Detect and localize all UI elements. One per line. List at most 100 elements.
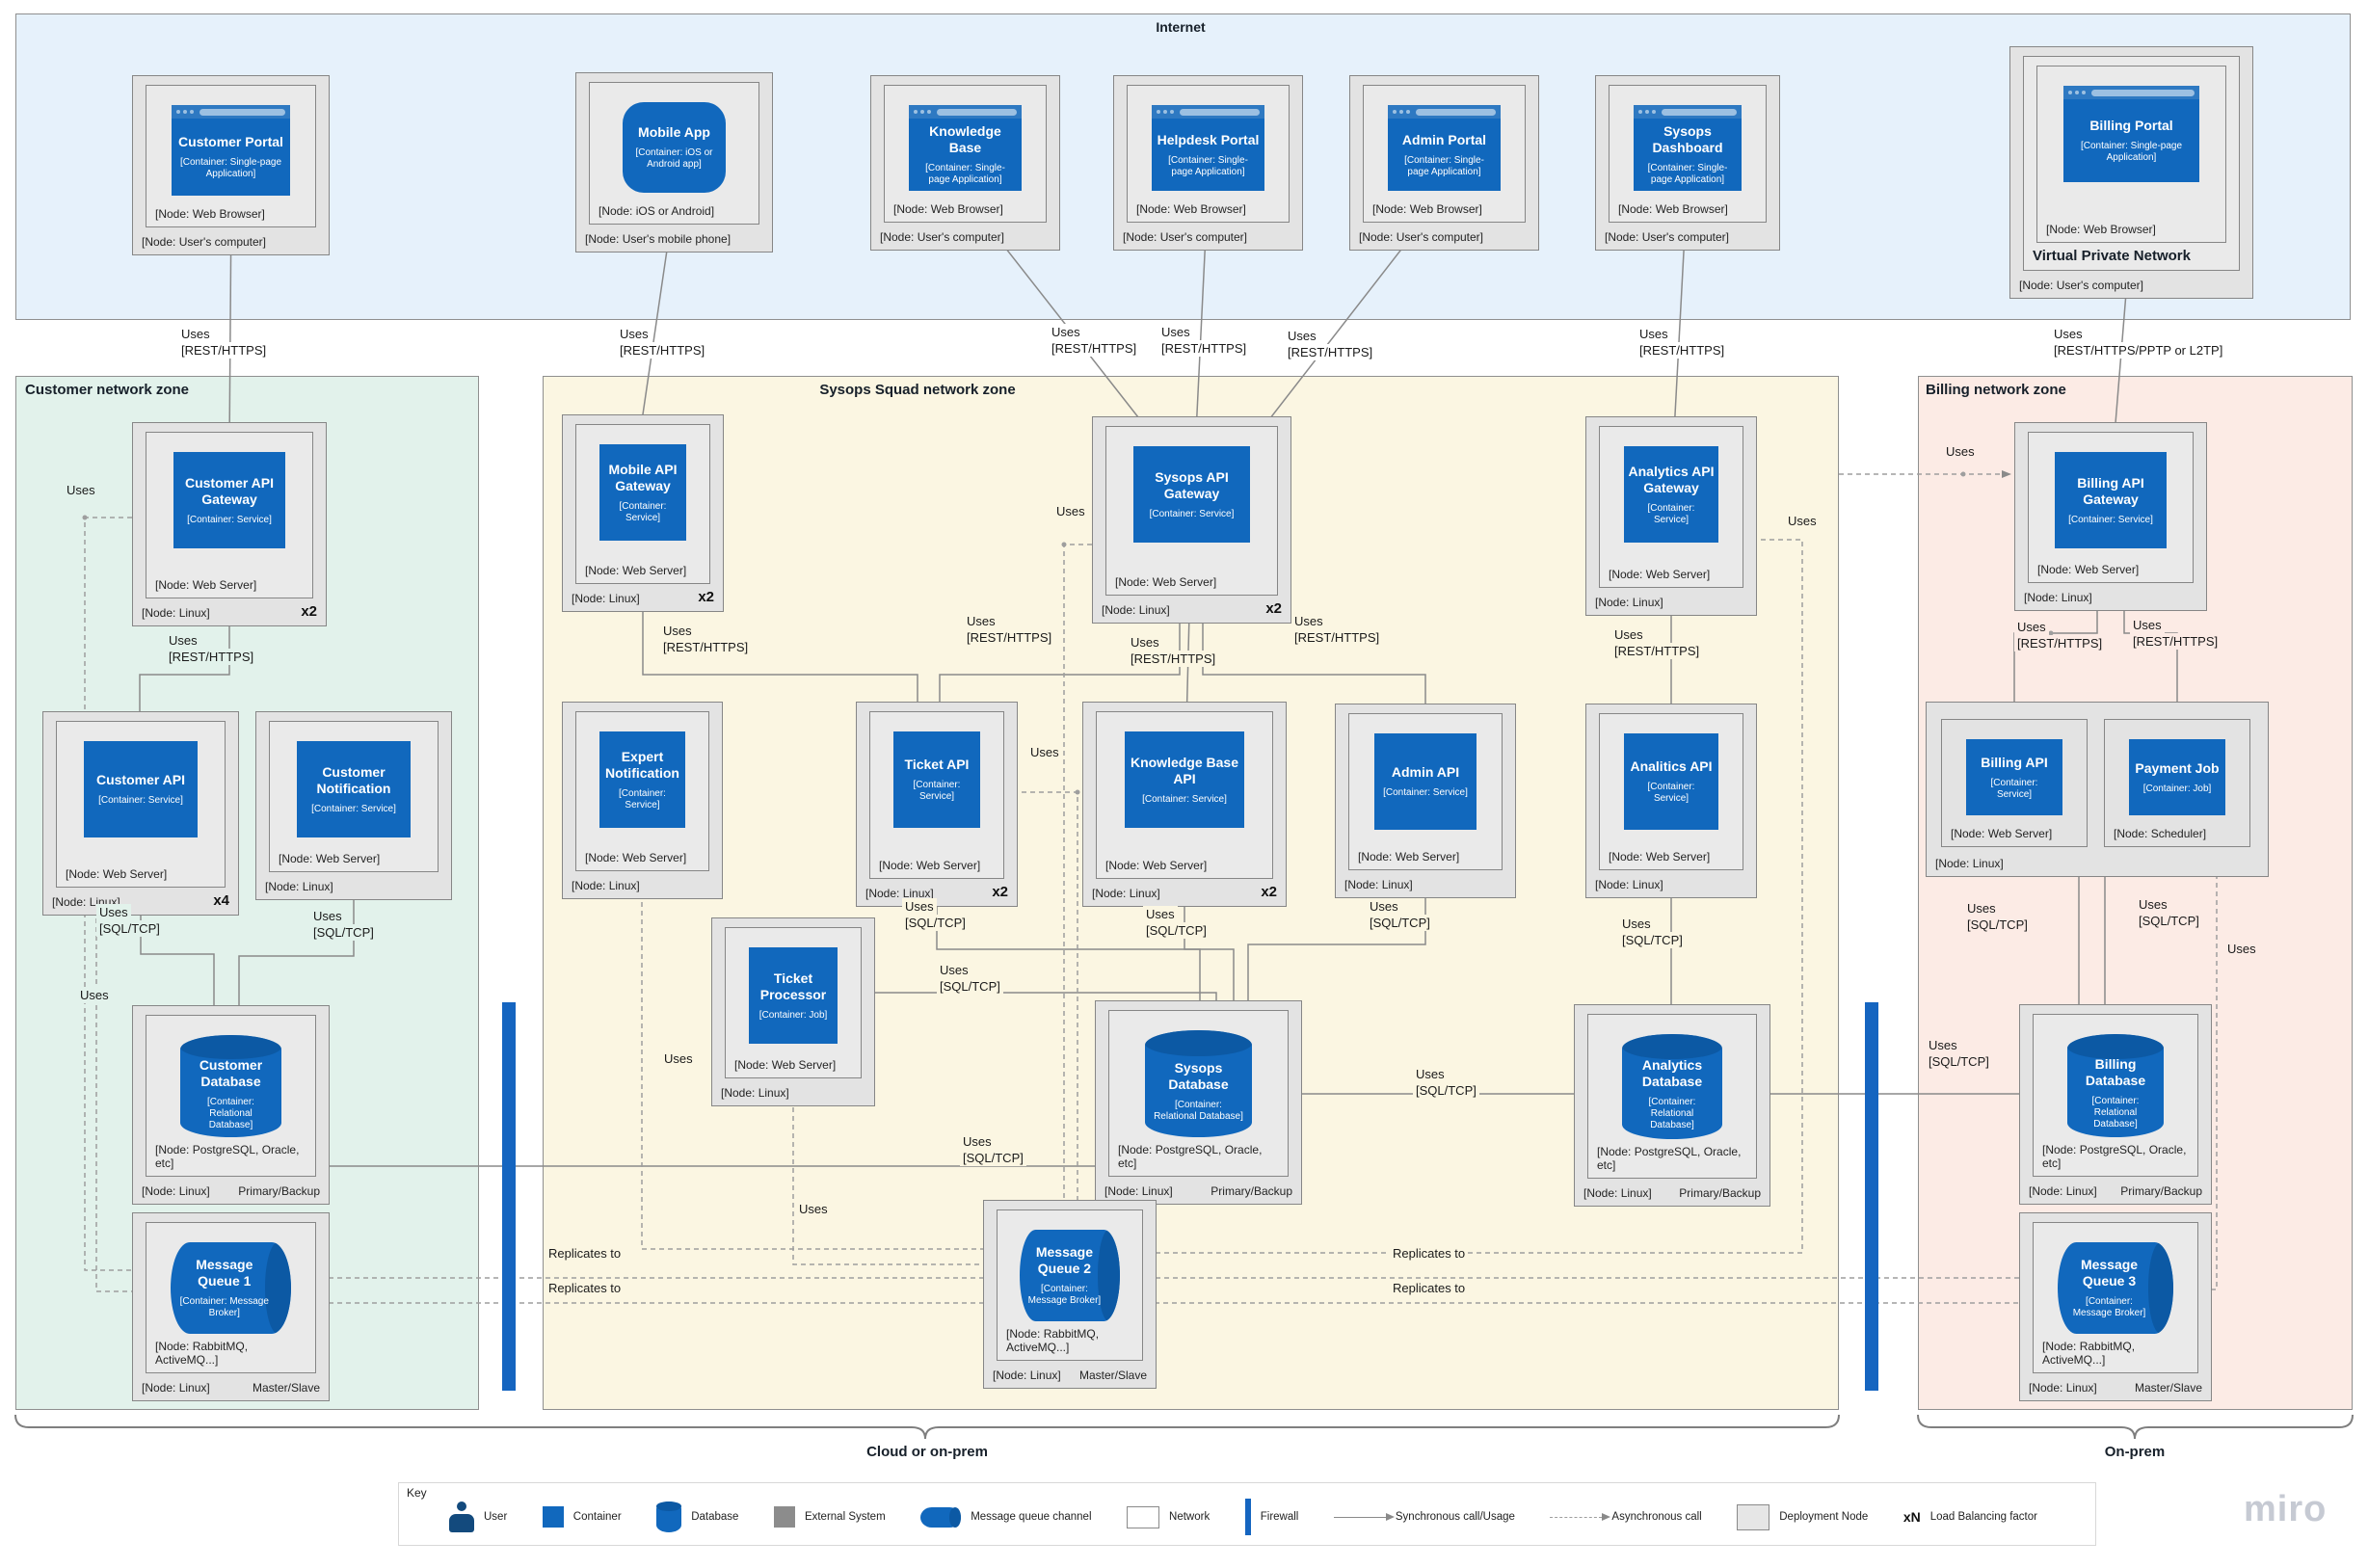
analytics-database-container[interactable]: Analytics Database[Container: Relational… bbox=[1622, 1034, 1722, 1139]
edge-label[interactable]: Uses[SQL/TCP] bbox=[1143, 906, 1210, 939]
ticket-api-node[interactable]: Ticket API[Container: Service][Node: Web… bbox=[856, 702, 1018, 907]
edge-label[interactable]: Uses[SQL/TCP] bbox=[2136, 896, 2202, 929]
edge-label[interactable]: Replicates to bbox=[1390, 1245, 1469, 1262]
admin-api-container[interactable]: Admin API[Container: Service] bbox=[1374, 733, 1477, 830]
edge-label[interactable]: Uses[SQL/TCP] bbox=[937, 962, 1003, 995]
customer-portal-node[interactable]: Customer Portal[Container: Single-page A… bbox=[132, 75, 330, 255]
edge-label[interactable]: Uses bbox=[2224, 941, 2259, 957]
payment-job-container[interactable]: Payment Job[Container: Job] bbox=[2129, 739, 2225, 815]
sysops-api-gateway-node[interactable]: Sysops API Gateway[Container: Service][N… bbox=[1092, 416, 1291, 624]
knowledge-base-api-node[interactable]: Knowledge Base API[Container: Service][N… bbox=[1082, 702, 1287, 907]
edge-label[interactable]: Uses bbox=[1785, 513, 1820, 529]
billing-database-container[interactable]: Billing Database[Container: Relational D… bbox=[2066, 1034, 2165, 1137]
expert-notification-node[interactable]: Expert Notification[Container: Service][… bbox=[562, 702, 723, 899]
edge-label[interactable]: Uses[SQL/TCP] bbox=[1964, 900, 2031, 933]
sysops-database-container[interactable]: Sysops Database[Container: Relational Da… bbox=[1144, 1030, 1253, 1137]
edge-label[interactable]: Uses[REST/HTTPS] bbox=[1291, 613, 1383, 646]
edge-label[interactable]: Uses[SQL/TCP] bbox=[960, 1133, 1026, 1166]
mobile-app-container[interactable]: Mobile App[Container: iOS or Android app… bbox=[622, 102, 727, 193]
admin-api-node[interactable]: Admin API[Container: Service][Node: Web … bbox=[1335, 704, 1516, 898]
message-queue-3-node[interactable]: Message Queue 3[Container: Message Broke… bbox=[2019, 1212, 2212, 1401]
billing-api-node[interactable]: Billing API[Container: Service][Node: We… bbox=[1941, 719, 2088, 847]
customer-database-node[interactable]: Customer Database[Container: Relational … bbox=[132, 1005, 330, 1205]
edge-label[interactable]: Uses[REST/HTTPS] bbox=[617, 326, 708, 359]
edge-label[interactable]: Uses bbox=[661, 1050, 696, 1067]
edge-label[interactable]: Uses[SQL/TCP] bbox=[1619, 916, 1686, 948]
analitics-api-container[interactable]: Analitics API[Container: Service] bbox=[1624, 733, 1718, 830]
billing-api-container[interactable]: Billing API[Container: Service] bbox=[1966, 739, 2062, 815]
edge-label[interactable]: Uses[REST/HTTPS] bbox=[2130, 617, 2222, 650]
edge-label[interactable]: Replicates to bbox=[545, 1280, 625, 1296]
billing-api-gateway-container[interactable]: Billing API Gateway[Container: Service] bbox=[2055, 452, 2167, 548]
edge-label[interactable]: Uses[SQL/TCP] bbox=[1926, 1037, 1992, 1070]
analytics-api-gateway-container[interactable]: Analytics API Gateway[Container: Service… bbox=[1624, 446, 1718, 543]
edge-label[interactable]: Uses bbox=[64, 482, 98, 498]
knowledge-base-node[interactable]: Knowledge Base[Container: Single-page Ap… bbox=[870, 75, 1060, 251]
billing-portal-container[interactable]: Billing Portal[Container: Single-page Ap… bbox=[2063, 86, 2199, 182]
edge-label[interactable]: Uses bbox=[1943, 443, 1978, 460]
edge-label[interactable]: Uses[REST/HTTPS] bbox=[1158, 324, 1250, 357]
edge-label[interactable]: Uses[REST/HTTPS] bbox=[166, 632, 257, 665]
knowledge-base-container[interactable]: Knowledge Base[Container: Single-page Ap… bbox=[908, 105, 1022, 191]
ticket-processor-container[interactable]: Ticket Processor[Container: Job] bbox=[749, 947, 838, 1044]
mobile-app-node[interactable]: Mobile App[Container: iOS or Android app… bbox=[575, 72, 773, 252]
edge-label[interactable]: Uses bbox=[1027, 744, 1062, 760]
edge-label[interactable]: Uses bbox=[77, 987, 112, 1003]
billing-api-gateway-node[interactable]: Billing API Gateway[Container: Service][… bbox=[2014, 422, 2207, 611]
edge-label[interactable]: Uses[SQL/TCP] bbox=[310, 908, 377, 941]
edge-label[interactable]: Uses[REST/HTTPS] bbox=[660, 623, 752, 655]
edge-label[interactable]: Uses bbox=[1053, 503, 1088, 519]
edge-label[interactable]: Uses[SQL/TCP] bbox=[96, 904, 163, 937]
analitics-api-node[interactable]: Analitics API[Container: Service][Node: … bbox=[1585, 704, 1757, 898]
edge-label[interactable]: Uses[REST/HTTPS] bbox=[1049, 324, 1140, 357]
customer-notification-container[interactable]: Customer Notification[Container: Service… bbox=[296, 741, 412, 837]
message-queue-3-container[interactable]: Message Queue 3[Container: Message Broke… bbox=[2057, 1242, 2174, 1334]
helpdesk-portal-container[interactable]: Helpdesk Portal[Container: Single-page A… bbox=[1151, 105, 1264, 191]
customer-portal-container[interactable]: Customer Portal[Container: Single-page A… bbox=[171, 105, 291, 196]
customer-notification-node[interactable]: Customer Notification[Container: Service… bbox=[255, 711, 452, 900]
firewall-right[interactable] bbox=[1865, 1002, 1878, 1391]
admin-portal-container[interactable]: Admin Portal[Container: Single-page Appl… bbox=[1387, 105, 1501, 191]
payment-job-node[interactable]: Payment Job[Container: Job][Node: Schedu… bbox=[2104, 719, 2250, 847]
edge-label[interactable]: Uses[REST/HTTPS] bbox=[1285, 328, 1376, 360]
edge-label[interactable]: Uses[REST/HTTPS] bbox=[2014, 619, 2106, 651]
edge-label[interactable]: Uses[SQL/TCP] bbox=[902, 898, 969, 931]
sysops-dashboard-node[interactable]: Sysops Dashboard[Container: Single-page … bbox=[1595, 75, 1780, 251]
edge-label[interactable]: Uses[SQL/TCP] bbox=[1367, 898, 1433, 931]
edge-label[interactable]: Uses[REST/HTTPS] bbox=[178, 326, 270, 359]
edge-label[interactable]: Uses[REST/HTTPS] bbox=[1611, 626, 1703, 659]
firewall-left[interactable] bbox=[502, 1002, 516, 1391]
message-queue-1-node[interactable]: Message Queue 1[Container: Message Broke… bbox=[132, 1212, 330, 1401]
edge-label[interactable]: Uses[REST/HTTPS] bbox=[1636, 326, 1728, 359]
sysops-database-node[interactable]: Sysops Database[Container: Relational Da… bbox=[1095, 1000, 1302, 1205]
mobile-api-gateway-container[interactable]: Mobile API Gateway[Container: Service] bbox=[599, 444, 686, 541]
edge-label[interactable]: Uses[REST/HTTPS/PPTP or L2TP] bbox=[2051, 326, 2226, 359]
mobile-api-gateway-node[interactable]: Mobile API Gateway[Container: Service][N… bbox=[562, 414, 724, 612]
billing-portal-node[interactable]: Billing Portal[Container: Single-page Ap… bbox=[2009, 46, 2253, 299]
message-queue-2-container[interactable]: Message Queue 2[Container: Message Broke… bbox=[1019, 1230, 1121, 1321]
message-queue-2-node[interactable]: Message Queue 2[Container: Message Broke… bbox=[983, 1200, 1157, 1389]
sysops-dashboard-container[interactable]: Sysops Dashboard[Container: Single-page … bbox=[1633, 105, 1743, 191]
message-queue-1-container[interactable]: Message Queue 1[Container: Message Broke… bbox=[170, 1242, 292, 1334]
expert-notification-container[interactable]: Expert Notification[Container: Service] bbox=[599, 731, 685, 828]
edge-label[interactable]: Uses[REST/HTTPS] bbox=[1128, 634, 1219, 667]
admin-portal-node[interactable]: Admin Portal[Container: Single-page Appl… bbox=[1349, 75, 1539, 251]
edge-label[interactable]: Uses bbox=[796, 1201, 831, 1217]
edge-label[interactable]: Replicates to bbox=[1390, 1280, 1469, 1296]
customer-api-node[interactable]: Customer API[Container: Service][Node: W… bbox=[42, 711, 239, 916]
ticket-processor-node[interactable]: Ticket Processor[Container: Job][Node: W… bbox=[711, 917, 875, 1106]
customer-api-gateway-container[interactable]: Customer API Gateway[Container: Service] bbox=[173, 452, 286, 548]
billing-database-node[interactable]: Billing Database[Container: Relational D… bbox=[2019, 1004, 2212, 1205]
customer-database-container[interactable]: Customer Database[Container: Relational … bbox=[180, 1035, 281, 1137]
helpdesk-portal-node[interactable]: Helpdesk Portal[Container: Single-page A… bbox=[1113, 75, 1303, 251]
customer-api-gateway-node[interactable]: Customer API Gateway[Container: Service]… bbox=[132, 422, 327, 626]
analytics-database-node[interactable]: Analytics Database[Container: Relational… bbox=[1574, 1004, 1770, 1207]
edge-label[interactable]: Uses[SQL/TCP] bbox=[1413, 1066, 1479, 1099]
customer-api-container[interactable]: Customer API[Container: Service] bbox=[83, 741, 199, 837]
knowledge-base-api-container[interactable]: Knowledge Base API[Container: Service] bbox=[1124, 731, 1245, 828]
ticket-api-container[interactable]: Ticket API[Container: Service] bbox=[893, 731, 980, 828]
edge-label[interactable]: Uses[REST/HTTPS] bbox=[964, 613, 1055, 646]
analytics-api-gateway-node[interactable]: Analytics API Gateway[Container: Service… bbox=[1585, 416, 1757, 616]
edge-label[interactable]: Replicates to bbox=[545, 1245, 625, 1262]
